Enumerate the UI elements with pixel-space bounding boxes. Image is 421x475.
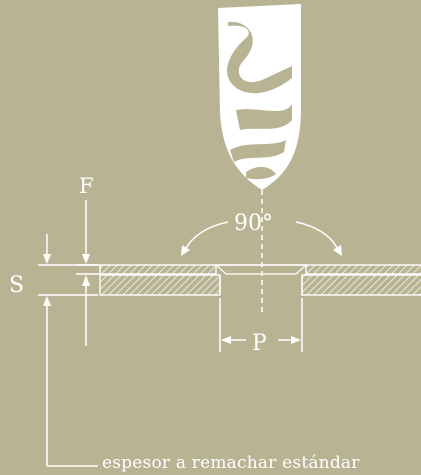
p-dimension (219, 298, 303, 352)
f-arrow-down (82, 254, 90, 264)
angle-arrowheads (181, 245, 342, 256)
top-plate (99, 264, 421, 275)
f-label: F (79, 174, 94, 198)
s-label: S (9, 273, 25, 298)
s-arrow-down (43, 254, 51, 264)
p-arrow-left (221, 336, 231, 344)
f-arrow-up (82, 275, 90, 286)
s-dimension (38, 234, 98, 467)
p-arrow-right (291, 336, 301, 344)
drill-bit (218, 4, 301, 262)
angle-label: 90° (234, 211, 273, 236)
bottom-plate (99, 274, 421, 296)
s-arrow-up (43, 296, 51, 306)
f-dimension (76, 200, 100, 346)
p-label: P (252, 331, 267, 356)
caption-label: espesor a remachar estándar (102, 453, 360, 473)
angle-dimension (184, 221, 339, 251)
